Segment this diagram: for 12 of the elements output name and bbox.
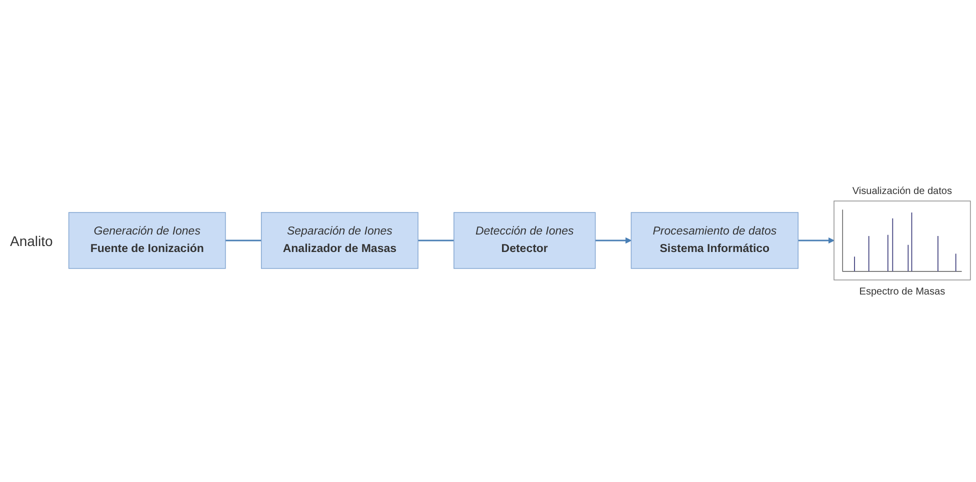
connector [225,239,262,241]
node-box: Separación de Iones Analizador de Masas [260,212,418,268]
node-picture [833,200,971,280]
arrow [798,236,834,244]
arrow [595,236,632,244]
connector [418,239,454,241]
node-box: Generación de Iones Fuente de Ionización [68,212,226,268]
node-box: Procesamiento de datos Sistema Informático [630,212,798,268]
chart-caption: Espectro de Masas [859,286,945,297]
input-label: Analito [10,233,53,249]
caption-text: Visualización de datos [852,185,952,196]
node-box: Detección de Iones Detector [453,212,596,268]
